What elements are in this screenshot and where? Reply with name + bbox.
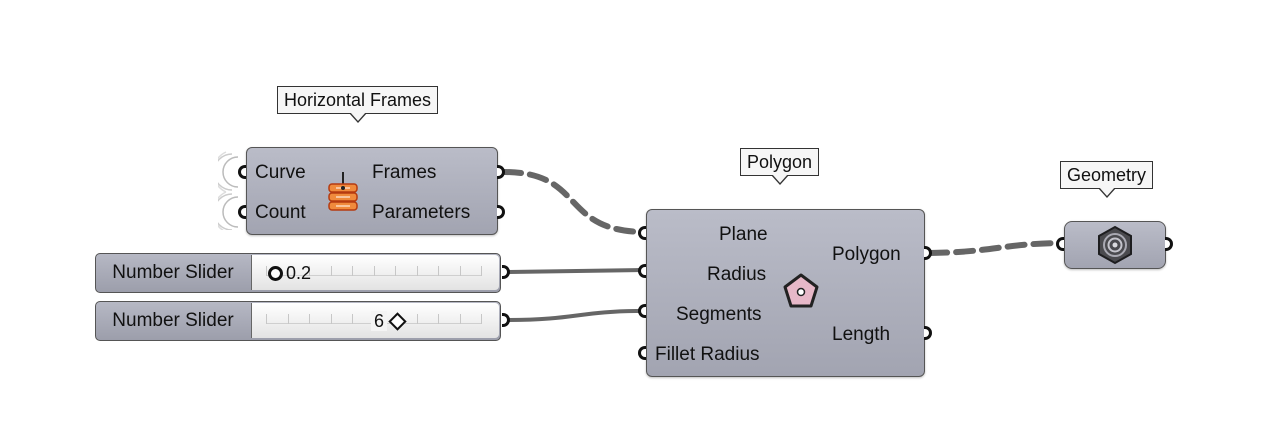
- slider-rail[interactable]: 0.2: [251, 255, 499, 290]
- horizontal-frames-label-bubble: Horizontal Frames: [277, 86, 439, 123]
- polygon-icon: [783, 273, 819, 308]
- geometry-param-component[interactable]: [1064, 221, 1166, 269]
- bubble-tail: [1097, 187, 1116, 198]
- wire-polygon-to-geometry[interactable]: [927, 240, 1063, 256]
- number-slider-1[interactable]: Number Slider 0.2: [95, 253, 501, 293]
- polygon-label-bubble: Polygon: [740, 148, 820, 185]
- input-count[interactable]: Count: [255, 202, 306, 223]
- wireless-input-rings-icon: [218, 151, 239, 230]
- output-polygon[interactable]: Polygon: [832, 244, 901, 265]
- input-grip-fillet-radius[interactable]: [638, 346, 646, 360]
- output-grip-slider-1[interactable]: [502, 265, 510, 279]
- output-grip-frames[interactable]: [497, 165, 505, 179]
- wire-frames-to-plane[interactable]: [501, 169, 645, 235]
- geometry-title: Geometry: [1067, 165, 1147, 185]
- bubble-tail: [770, 174, 789, 185]
- slider-name: Number Slider: [112, 310, 234, 331]
- horizontal-frames-component[interactable]: Curve Count Frames Parameters: [246, 147, 498, 235]
- output-frames[interactable]: Frames: [372, 162, 437, 183]
- input-plane[interactable]: Plane: [719, 224, 768, 245]
- output-grip-parameters[interactable]: [497, 205, 505, 219]
- input-grip-count[interactable]: [238, 205, 246, 219]
- output-grip-polygon[interactable]: [924, 246, 932, 260]
- input-radius[interactable]: Radius: [707, 264, 767, 285]
- horizontal-frames-icon: [328, 172, 358, 211]
- number-slider-2[interactable]: Number Slider 6: [95, 301, 501, 341]
- slider-rail[interactable]: 6: [251, 303, 499, 338]
- slider-value: 0.2: [286, 263, 312, 283]
- input-segments[interactable]: Segments: [676, 304, 762, 325]
- wire-slider1-to-radius[interactable]: [508, 268, 643, 274]
- slider-ticks: [266, 266, 482, 276]
- input-grip-geometry[interactable]: [1056, 237, 1064, 251]
- wire-slider2-to-segments[interactable]: [508, 309, 643, 322]
- geometry-icon: [1098, 225, 1132, 265]
- output-length[interactable]: Length: [832, 324, 891, 345]
- horizontal-frames-title: Horizontal Frames: [284, 90, 432, 110]
- slider-value: 6: [371, 311, 388, 331]
- slider-name: Number Slider: [112, 262, 234, 283]
- output-parameters[interactable]: Parameters: [372, 202, 471, 223]
- input-grip-radius[interactable]: [638, 264, 646, 278]
- slider-knob[interactable]: [268, 266, 283, 281]
- bubble-tail: [348, 112, 367, 123]
- input-fillet-radius[interactable]: Fillet Radius: [655, 344, 760, 365]
- polygon-title: Polygon: [747, 152, 813, 172]
- output-grip-geometry[interactable]: [1165, 237, 1173, 251]
- geometry-label-bubble: Geometry: [1060, 161, 1154, 198]
- input-grip-curve[interactable]: [238, 165, 246, 179]
- output-grip-length[interactable]: [924, 326, 932, 340]
- input-grip-plane[interactable]: [638, 226, 646, 240]
- input-grip-segments[interactable]: [638, 304, 646, 318]
- output-grip-slider-2[interactable]: [502, 313, 510, 327]
- input-curve[interactable]: Curve: [255, 162, 306, 183]
- polygon-component[interactable]: Plane Radius Segments Fillet Radius Poly…: [646, 209, 925, 377]
